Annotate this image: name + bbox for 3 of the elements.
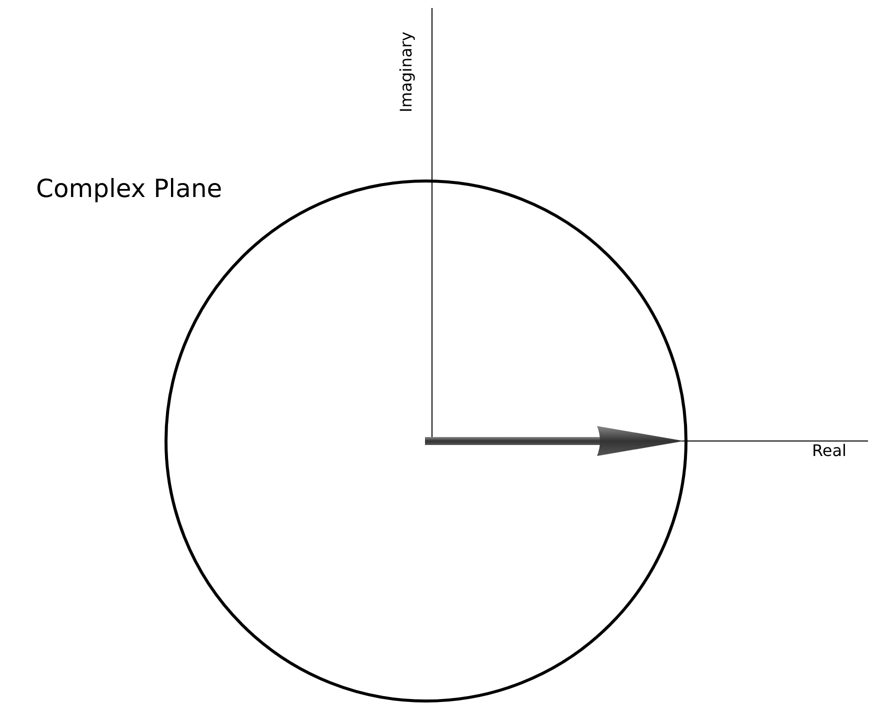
axis-label: Imaginary bbox=[398, 32, 414, 112]
diagram-title: Complex Plane bbox=[36, 176, 222, 201]
axis-label: Real bbox=[812, 443, 846, 459]
